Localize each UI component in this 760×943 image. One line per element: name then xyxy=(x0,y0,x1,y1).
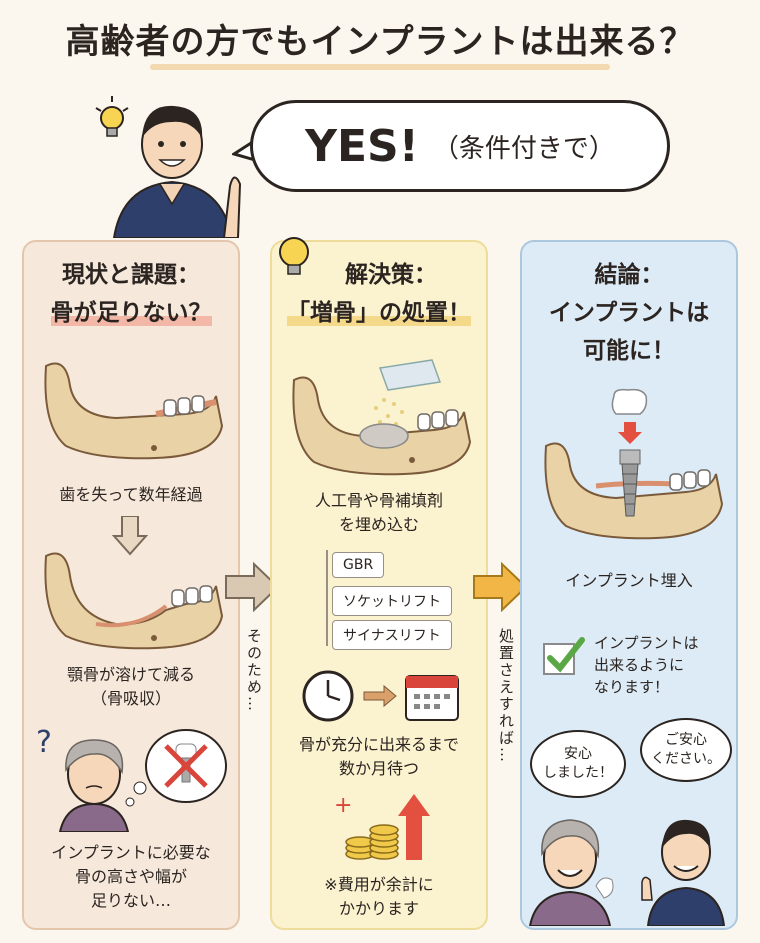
panel2-caption-2a: 骨が充分に出来るまで xyxy=(298,735,459,754)
tag-sinus-lift: サイナスリフト xyxy=(332,620,452,650)
panel3-heading-1: 結論： xyxy=(594,262,664,288)
panel3-heading-2: インプラントは xyxy=(548,300,710,326)
patient-and-doctor-illustration xyxy=(528,819,726,926)
condition-text: （条件付きで） xyxy=(432,133,615,164)
panel2-caption-1a: 人工骨や骨補填剤 xyxy=(314,491,443,510)
doctor-speech-bubble: ご安心ください。 xyxy=(640,718,732,782)
crown-icon xyxy=(611,388,648,415)
panel2-caption-1b: を埋め込む xyxy=(338,515,419,534)
panel1-caption-2a: 顎骨が溶けて減る xyxy=(66,665,195,684)
yes-text: YES! xyxy=(305,120,419,172)
down-arrow-icon xyxy=(112,516,148,556)
lightbulb-icon xyxy=(279,237,309,275)
doctor-speech-line-2: ください。 xyxy=(651,751,721,767)
jaw-bone-intact-icon xyxy=(44,362,224,460)
bone-graft-illustration xyxy=(292,359,472,476)
panel1-heading-1: 現状と課題： xyxy=(62,262,200,288)
panel-conclusion xyxy=(520,240,738,930)
worried-patient-illustration: ? xyxy=(36,725,227,832)
panel2-heading-2-text: 「増骨」の処置！ xyxy=(287,300,471,326)
panel2-caption-3a: ※費用が余計に xyxy=(324,875,434,894)
panel2-caption-3b: かかります xyxy=(338,899,419,918)
panel1-caption-3b: 骨の高さや幅が xyxy=(74,867,187,886)
tag-gbr: GBR xyxy=(332,552,385,578)
panel1-caption-3a: インプラントに必要な xyxy=(51,843,211,862)
right-arrow-icon-1 xyxy=(225,562,280,612)
panel3-caption-1: インプラント埋入 xyxy=(565,571,693,590)
panel1-caption-3c: 足りない… xyxy=(90,891,171,910)
checkbox-check-icon xyxy=(543,637,585,675)
panel1-caption-2b: （骨吸収） xyxy=(90,689,171,708)
calendar-icon xyxy=(405,675,459,721)
doctor-illustration xyxy=(95,96,242,238)
page-title: 高齢者の方でもインプラントは出来る？ xyxy=(65,22,695,62)
panel2-caption-2b: 数か月待つ xyxy=(338,759,419,778)
connector-text-2: 処置さえすれば… xyxy=(497,628,515,764)
check-line-1: インプラントは xyxy=(594,634,699,652)
clock-icon xyxy=(302,670,354,722)
check-line-2: 出来るように xyxy=(594,656,685,674)
implant-placement-illustration xyxy=(544,388,724,540)
title-underline xyxy=(150,64,610,70)
panel2-heading-2: 「増骨」の処置！ xyxy=(270,296,488,330)
panel3-heading-3: 可能に！ xyxy=(583,338,675,364)
patient-speech-bubble: 安心しました！ xyxy=(530,730,626,798)
yes-speech-bubble: YES! （条件付きで） xyxy=(250,100,670,192)
tag-socket-lift: ソケットリフト xyxy=(332,586,452,616)
right-arrow-icon-2 xyxy=(473,562,528,612)
panel1-heading-2-text: 骨が足りない？ xyxy=(50,300,212,326)
jaw-bone-resorbed-icon xyxy=(44,552,224,650)
doctor-speech-line-1: ご安心 xyxy=(665,732,707,748)
cost-increase-icon: + xyxy=(334,793,430,860)
connector-text-1: そのため… xyxy=(245,628,263,713)
panel2-heading-1: 解決策： xyxy=(345,262,437,288)
question-mark-icon: ? xyxy=(36,725,52,760)
svg-text:+: + xyxy=(334,793,352,818)
thumbs-up-icon xyxy=(641,876,653,901)
tooth-icon xyxy=(595,877,614,899)
panel-solution xyxy=(270,240,488,930)
panel1-caption-1: 歯を失って数年経過 xyxy=(59,485,203,504)
check-line-3: なります！ xyxy=(594,678,670,696)
panel1-heading-2: 骨が足りない？ xyxy=(22,296,240,330)
patient-speech-line-1: 安心 xyxy=(564,746,592,762)
panel3-check-text: インプラントは 出来るように なります！ xyxy=(594,632,699,698)
waiting-months-illustration xyxy=(302,670,459,722)
patient-speech-line-2: しました！ xyxy=(543,765,613,781)
lightbulb-icon xyxy=(95,96,129,137)
tag-bracket xyxy=(326,550,328,646)
